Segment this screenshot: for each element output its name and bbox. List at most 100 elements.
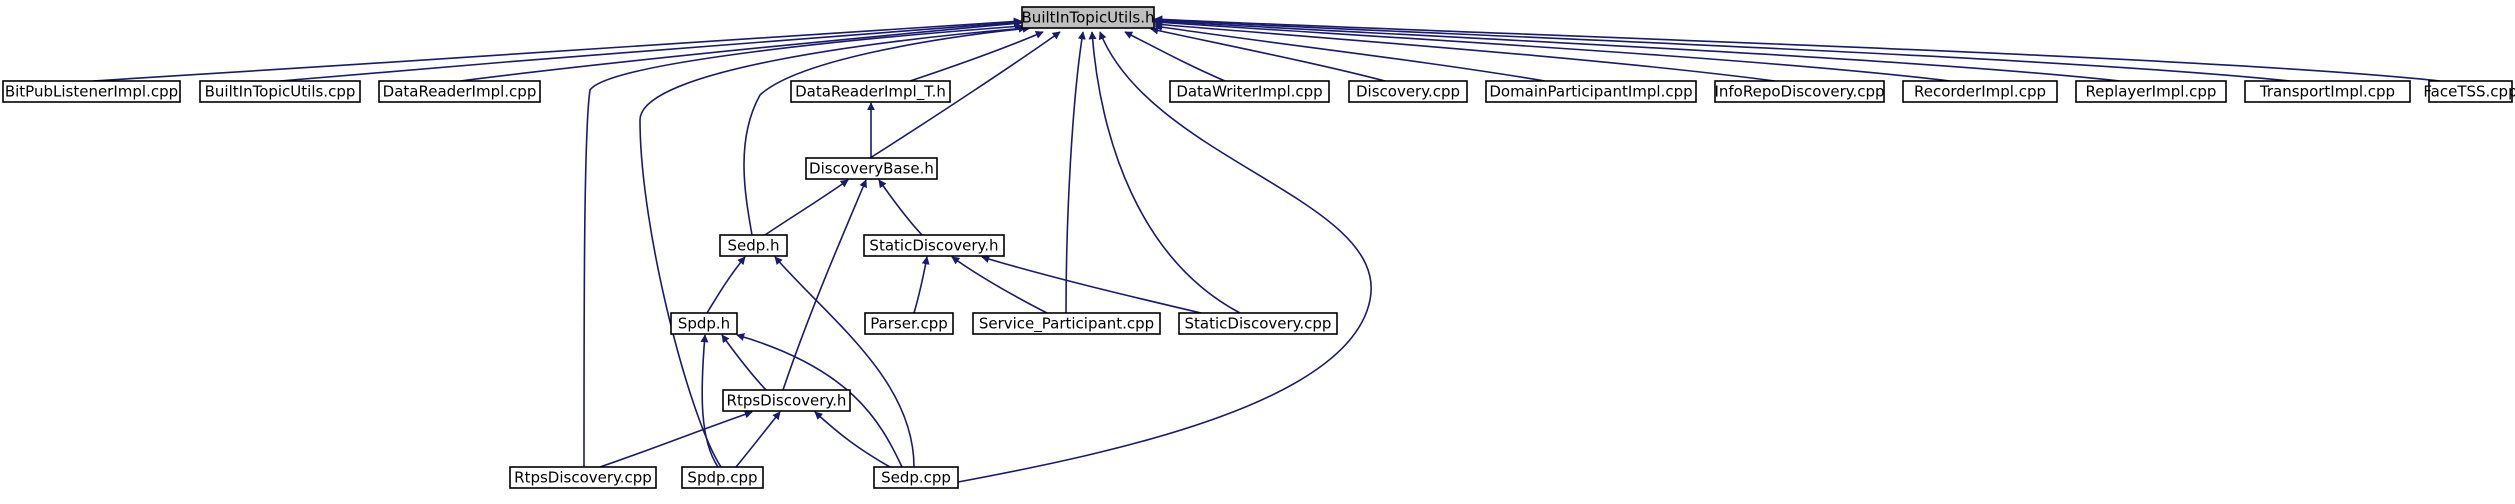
node-sedph[interactable]: Sedp.h <box>719 234 788 257</box>
node-label: InfoRepoDiscovery.cpp <box>1714 83 1884 101</box>
edges-layer <box>92 15 2441 483</box>
node-label: BuiltInTopicUtils.cpp <box>205 83 356 101</box>
edge-bitcpp-to-root <box>279 18 1022 82</box>
node-box[interactable] <box>199 80 361 103</box>
node-label: FaceTSS.cpp <box>2423 83 2515 101</box>
node-tra[interactable]: TransportImpl.cpp <box>2244 80 2411 103</box>
node-box[interactable] <box>1348 80 1468 103</box>
node-label: BitPubListenerImpl.cpp <box>5 83 178 101</box>
edge-spdpcpp-to-root <box>639 24 1027 468</box>
edge-drit-to-root <box>909 31 1044 82</box>
node-label: BuiltInTopicUtils.h <box>1022 9 1155 27</box>
node-label: Sedp.h <box>727 237 779 255</box>
edge-spdpcpp-to-rtpsh <box>735 411 781 468</box>
edge-rtpsh-to-db <box>782 179 867 391</box>
edge-rtpscpp-to-root <box>583 22 1023 468</box>
edge-dpi-to-root <box>1154 23 1546 82</box>
node-rep[interactable]: ReplayerImpl.cpp <box>2075 80 2227 103</box>
edge-spdph-to-sedph <box>706 256 746 314</box>
node-label: DiscoveryBase.h <box>809 160 934 178</box>
edge-sp-to-root <box>1065 31 1086 314</box>
edge-rec-to-root <box>1154 18 1951 82</box>
node-ird[interactable]: InfoRepoDiscovery.cpp <box>1714 80 1885 103</box>
node-sedpcpp[interactable]: Sedp.cpp <box>873 466 959 489</box>
node-dri[interactable]: DataReaderImpl.cpp <box>378 80 541 103</box>
node-face[interactable]: FaceTSS.cpp <box>2423 80 2515 103</box>
node-label: RecorderImpl.cpp <box>1914 83 2046 101</box>
node-box[interactable] <box>863 234 1005 257</box>
node-box[interactable] <box>2075 80 2227 103</box>
node-box[interactable] <box>1178 312 1338 335</box>
node-label: Parser.cpp <box>870 315 948 333</box>
edge-rep-to-root <box>1154 17 2121 82</box>
node-rtpsh[interactable]: RtpsDiscovery.h <box>722 389 851 412</box>
node-label: Spdp.h <box>678 315 730 333</box>
node-box[interactable] <box>972 312 1161 335</box>
node-bitpub[interactable]: BitPubListenerImpl.cpp <box>2 80 181 103</box>
node-box[interactable] <box>873 466 959 489</box>
edge-sdh-to-db <box>878 179 923 236</box>
node-box[interactable] <box>2 80 181 103</box>
node-box[interactable] <box>1021 6 1155 29</box>
node-dpi[interactable]: DomainParticipantImpl.cpp <box>1485 80 1697 103</box>
edge-sedph-to-db <box>764 179 849 236</box>
node-box[interactable] <box>1902 80 2058 103</box>
edge-sedpcpp-to-sedph <box>774 256 915 468</box>
node-sdcpp[interactable]: StaticDiscovery.cpp <box>1178 312 1338 335</box>
node-label: RtpsDiscovery.h <box>727 392 847 410</box>
node-label: TransportImpl.cpp <box>2259 83 2395 101</box>
edge-dwi-to-root <box>1124 31 1226 82</box>
node-label: StaticDiscovery.h <box>869 237 998 255</box>
node-rec[interactable]: RecorderImpl.cpp <box>1902 80 2058 103</box>
node-label: DataReaderImpl_T.h <box>795 83 946 102</box>
node-bitcpp[interactable]: BuiltInTopicUtils.cpp <box>199 80 361 103</box>
node-db[interactable]: DiscoveryBase.h <box>805 157 938 180</box>
node-disc[interactable]: Discovery.cpp <box>1348 80 1468 103</box>
node-box[interactable] <box>722 389 851 412</box>
edge-face-to-root <box>1154 15 2441 82</box>
node-spdpcpp[interactable]: Spdp.cpp <box>681 466 764 489</box>
node-spdph[interactable]: Spdp.h <box>670 312 738 335</box>
edge-sedpcpp-to-rtpsh <box>814 411 891 468</box>
node-box[interactable] <box>719 234 788 257</box>
node-parser[interactable]: Parser.cpp <box>864 312 954 335</box>
node-box[interactable] <box>1169 80 1330 103</box>
node-label: Service_Participant.cpp <box>979 315 1154 334</box>
node-box[interactable] <box>864 312 954 335</box>
node-drit[interactable]: DataReaderImpl_T.h <box>790 80 951 103</box>
node-root[interactable]: BuiltInTopicUtils.h <box>1021 6 1155 29</box>
node-box[interactable] <box>790 80 951 103</box>
node-box[interactable] <box>1485 80 1697 103</box>
node-label: ReplayerImpl.cpp <box>2086 83 2217 101</box>
edge-parser-to-sdh <box>913 256 930 314</box>
nodes-layer: BuiltInTopicUtils.hBitPubListenerImpl.cp… <box>2 6 2515 489</box>
node-rtpscpp[interactable]: RtpsDiscovery.cpp <box>509 466 657 489</box>
node-label: DomainParticipantImpl.cpp <box>1489 83 1692 101</box>
edge-sedph-to-root <box>743 24 1031 236</box>
node-box[interactable] <box>2428 80 2513 103</box>
node-box[interactable] <box>805 157 938 180</box>
node-sp[interactable]: Service_Participant.cpp <box>972 312 1161 335</box>
edge-dri-to-root <box>459 19 1022 82</box>
node-label: RtpsDiscovery.cpp <box>514 469 652 487</box>
node-box[interactable] <box>1714 80 1885 103</box>
node-label: DataWriterImpl.cpp <box>1176 83 1322 101</box>
node-dwi[interactable]: DataWriterImpl.cpp <box>1169 80 1330 103</box>
edge-sedpcpp-to-root <box>957 31 1372 483</box>
node-label: StaticDiscovery.cpp <box>1185 315 1332 333</box>
edge-ird-to-root <box>1154 20 1776 82</box>
node-box[interactable] <box>681 466 764 489</box>
edge-sedpcpp-to-spdph <box>736 333 903 468</box>
edge-bitpub-to-root <box>92 17 1022 82</box>
edge-disc-to-root <box>1150 26 1386 82</box>
edge-rtpsh-to-spdph <box>721 334 767 391</box>
edge-sdcpp-to-sdh <box>981 255 1202 314</box>
node-sdh[interactable]: StaticDiscovery.h <box>863 234 1005 257</box>
edge-spdpcpp-to-spdph <box>700 334 719 468</box>
node-box[interactable] <box>509 466 657 489</box>
node-box[interactable] <box>378 80 541 103</box>
edge-sp-to-sdh <box>951 256 1048 314</box>
node-box[interactable] <box>670 312 738 335</box>
node-box[interactable] <box>2244 80 2411 103</box>
